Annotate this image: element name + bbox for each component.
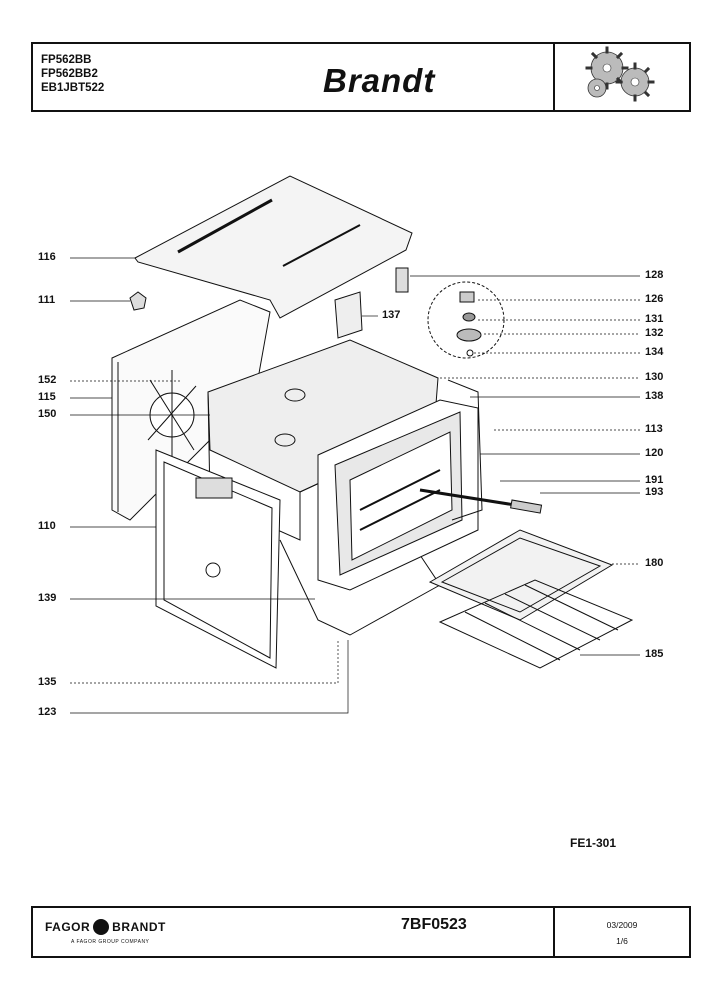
page-number: 1/6 [616,936,628,946]
globe-icon [93,919,110,935]
brand-logo: Brandt [323,62,436,99]
callout-label: 193 [645,486,664,498]
document-date: 03/2009 [606,920,638,930]
callout-label: 180 [645,557,664,569]
model-list: FP562BB FP562BB2 EB1JBT522 [41,53,104,95]
callout-label: 191 [645,474,664,486]
callout-label: 139 [38,592,57,604]
date-page-box: 03/2009 1/6 [553,908,689,956]
logo-tagline: A FAGOR GROUP COMPANY [71,939,150,945]
callout-label: 123 [38,706,57,718]
callout-label: 110 [38,520,56,532]
drawing-reference: FE1-301 [570,836,617,850]
title-block: FP562BB FP562BB2 EB1JBT522 Brandt [31,42,691,112]
callout-label: 138 [645,390,664,402]
document-reference: 7BF0523 [401,916,467,933]
callout-label: 111 [38,294,56,306]
gears-icon [585,46,655,102]
footer-block: FAGOR BRANDT A FAGOR GROUP COMPANY 7BF052… [31,906,691,958]
logo-text-left: FAGOR [45,920,91,935]
logo-text-right: BRANDT [112,920,166,935]
model-number: EB1JBT522 [41,82,105,94]
callout-label: 120 [645,447,664,459]
callout-label: 135 [38,676,57,688]
gear-logo-box [553,44,689,110]
callout-label: 185 [645,648,664,660]
callout-label: 132 [645,327,664,339]
callout-label: 126 [645,293,664,305]
callout-label: 131 [645,313,664,325]
callout-label: 137 [382,309,401,321]
callout-label: 134 [645,346,664,358]
callout-label: 150 [38,408,57,420]
callout-label: 113 [645,423,663,435]
callout-label: 115 [38,391,56,403]
callout-label: 130 [645,371,664,383]
company-logo: FAGOR BRANDT [45,919,166,936]
callout-label: 128 [645,269,664,281]
callout-label: 116 [38,251,56,263]
callout-label: 152 [38,374,57,386]
model-number: FP562BB2 [41,68,98,80]
model-number: FP562BB [41,54,92,66]
